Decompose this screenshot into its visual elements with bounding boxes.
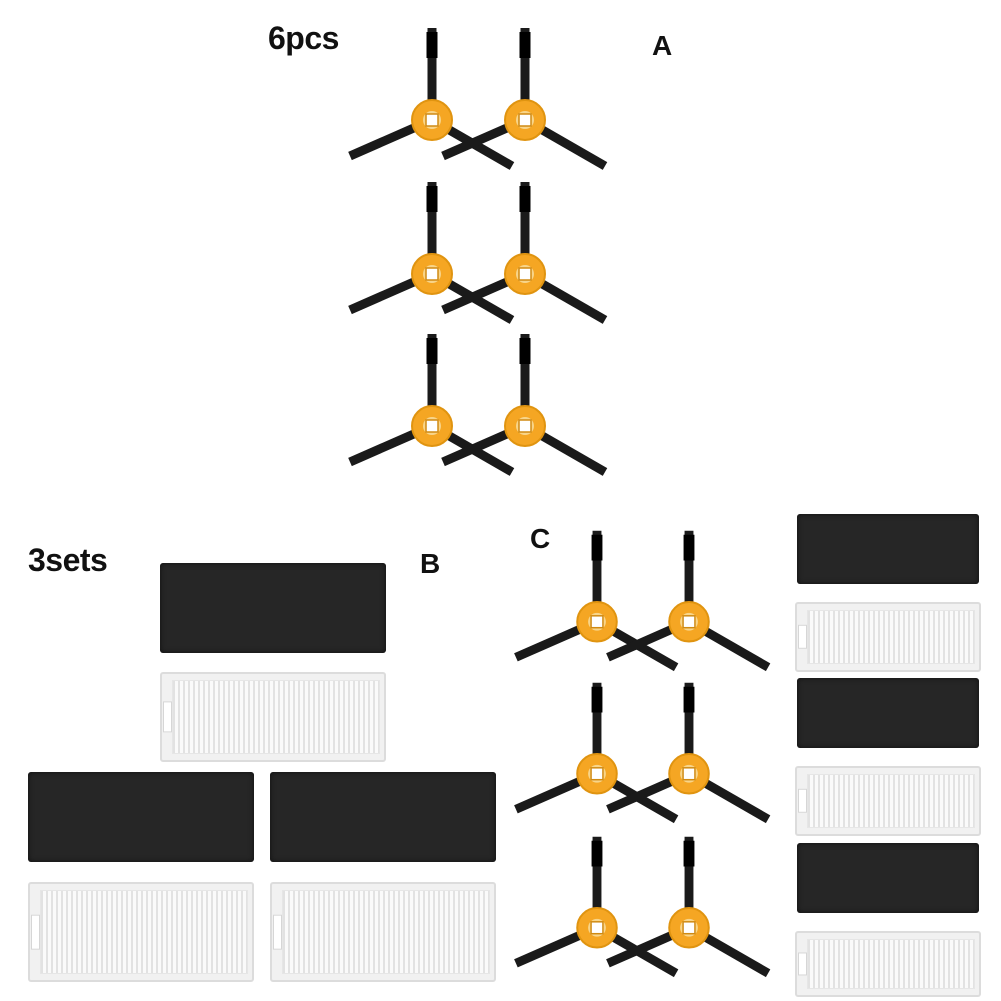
side-brush: [348, 334, 515, 476]
side-brush: [606, 682, 771, 824]
hepa-filter: [795, 931, 981, 997]
side-brush: [441, 28, 608, 170]
hepa-filter: [28, 882, 254, 982]
sponge-filter: [797, 678, 979, 748]
hepa-filter: [795, 602, 981, 672]
hepa-filter: [160, 672, 386, 762]
side-brush: [348, 28, 515, 170]
side-brush: [606, 836, 771, 978]
sponge-filter: [270, 772, 496, 862]
side-brush: [441, 334, 608, 476]
side-brush: [514, 530, 679, 672]
set-b-letter-label: B: [420, 548, 440, 579]
set-a-letter-label: A: [652, 30, 672, 61]
set-a-quantity-label: 6pcs: [268, 20, 339, 56]
sponge-filter: [28, 772, 254, 862]
side-brush: [441, 182, 608, 324]
set-c-letter-label: C: [530, 523, 550, 554]
set-b-quantity-label: 3sets: [28, 542, 108, 578]
sponge-filter: [797, 843, 979, 913]
side-brush: [514, 836, 679, 978]
hepa-filter: [795, 766, 981, 836]
side-brush: [606, 530, 771, 672]
sponge-filter: [160, 563, 386, 653]
sponge-filter: [797, 514, 979, 584]
hepa-filter: [270, 882, 496, 982]
